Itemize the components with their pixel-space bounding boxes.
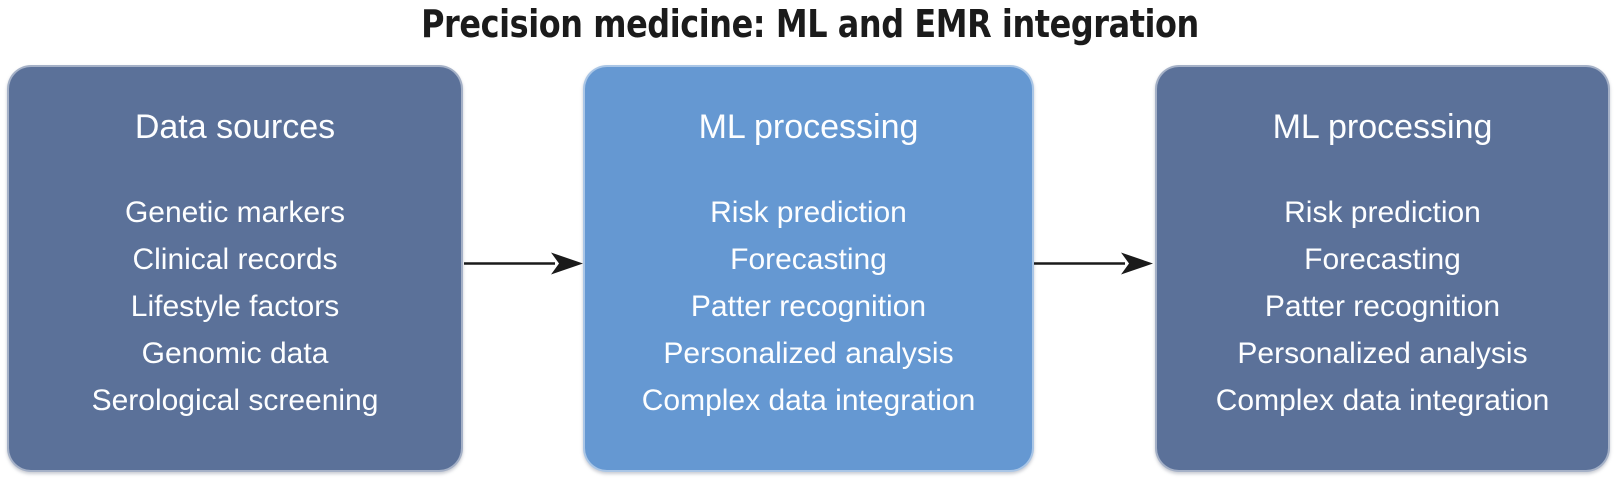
list-item: Personalized analysis <box>663 337 954 370</box>
list-item: Patter recognition <box>690 290 927 323</box>
list-item: Complex data integration <box>641 384 976 417</box>
list-item: Genomic data <box>141 337 329 370</box>
box-data-sources: Data sources Genetic markers Clinical re… <box>7 65 463 472</box>
list-item: Lifestyle factors <box>130 290 340 323</box>
list-item: Serological screening <box>91 384 379 417</box>
arrow-right-icon <box>464 252 583 275</box>
list-item: Genetic markers <box>124 196 346 229</box>
arrow-right-icon <box>1034 252 1153 275</box>
list-item: Forecasting <box>1304 243 1461 276</box>
diagram-title: Precision medicine: ML and EMR integrati… <box>0 2 1619 46</box>
box-item-list: Risk prediction Forecasting Patter recog… <box>1157 189 1608 424</box>
box-ml-processing-1: ML processing Risk prediction Forecastin… <box>583 65 1034 472</box>
list-item: Risk prediction <box>1284 196 1481 229</box>
list-item: Complex data integration <box>1215 384 1550 417</box>
box-heading: ML processing <box>698 108 919 146</box>
list-item: Risk prediction <box>710 196 907 229</box>
box-ml-processing-2: ML processing Risk prediction Forecastin… <box>1155 65 1610 472</box>
list-item: Personalized analysis <box>1237 337 1528 370</box>
list-item: Patter recognition <box>1264 290 1501 323</box>
box-item-list: Genetic markers Clinical records Lifesty… <box>9 189 461 424</box>
diagram-title-text: Precision medicine: ML and EMR integrati… <box>420 2 1199 46</box>
list-item: Forecasting <box>730 243 887 276</box>
box-item-list: Risk prediction Forecasting Patter recog… <box>585 189 1032 424</box>
box-heading: ML processing <box>1272 108 1493 146</box>
box-heading: Data sources <box>134 108 336 146</box>
list-item: Clinical records <box>132 243 338 276</box>
